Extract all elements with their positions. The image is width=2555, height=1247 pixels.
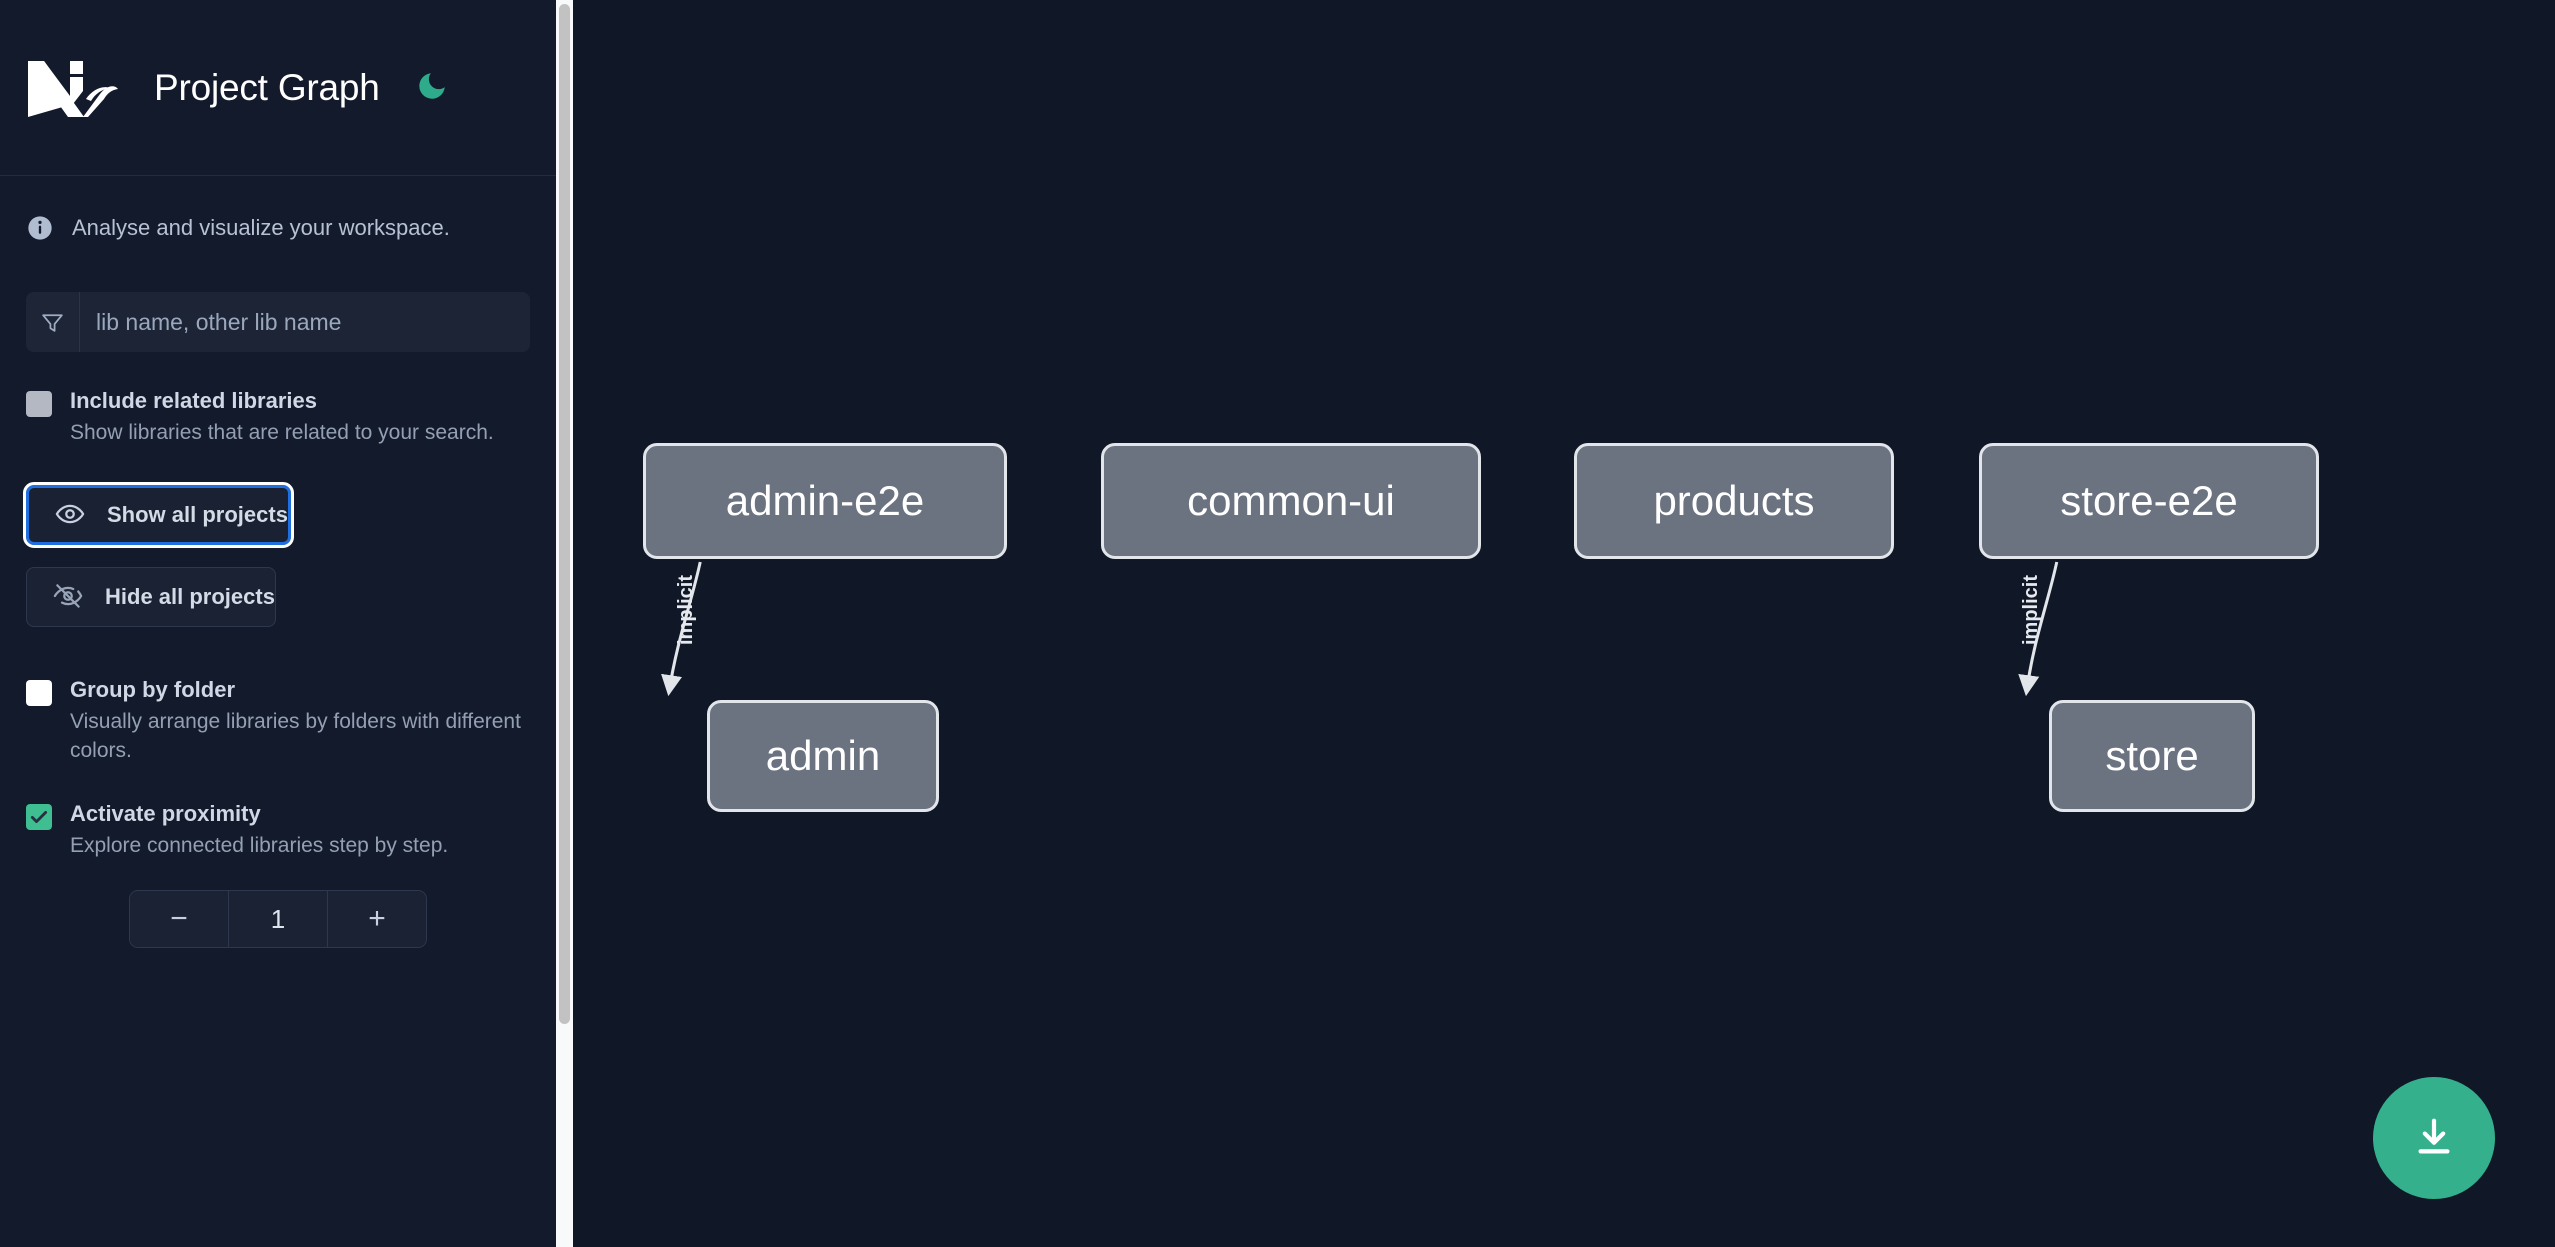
option-description: Visually arrange libraries by folders wi… (70, 710, 521, 762)
option-texts: Group by folder Visually arrange librari… (70, 675, 530, 765)
option-activate-proximity[interactable]: Activate proximity Explore connected lib… (0, 799, 556, 860)
show-all-projects-button[interactable]: Show all projects (23, 482, 294, 548)
edge-label-store-implicit: implicit (2020, 575, 2042, 646)
tagline-text: Analyse and visualize your workspace. (72, 215, 450, 240)
checkbox-activate-proximity[interactable] (26, 804, 52, 830)
graph-node-products[interactable]: products (1574, 443, 1894, 559)
theme-toggle-button[interactable] (410, 66, 454, 110)
hide-all-projects-label: Hide all projects (105, 584, 275, 609)
page-title: Project Graph (154, 66, 380, 108)
graph-node-store-e2e[interactable]: store-e2e (1979, 443, 2319, 559)
option-group-by-folder[interactable]: Group by folder Visually arrange librari… (0, 675, 556, 765)
option-include-related-libraries[interactable]: Include related libraries Show libraries… (0, 386, 556, 447)
graph-node-common-ui[interactable]: common-ui (1101, 443, 1481, 559)
decrement-button[interactable]: − (130, 891, 228, 947)
info-icon (26, 214, 54, 242)
proximity-value: 1 (228, 891, 328, 947)
graph-edges (661, 561, 2059, 697)
tagline-row: Analyse and visualize your workspace. (0, 176, 556, 242)
edge-label-admin-implicit: implicit (675, 575, 697, 646)
nx-logo-icon (26, 57, 118, 119)
sidebar-scrollbar[interactable] (556, 0, 573, 1247)
option-description: Show libraries that are related to your … (70, 421, 494, 444)
checkbox-group-by-folder[interactable] (26, 680, 52, 706)
moon-icon (415, 69, 449, 106)
checkbox-include-related-libraries[interactable] (26, 391, 52, 417)
sidebar: Project Graph Analyse and visualize your… (0, 0, 556, 1247)
graph-node-admin-e2e[interactable]: admin-e2e (643, 443, 1007, 559)
funnel-icon (26, 292, 80, 352)
hide-all-projects-button[interactable]: Hide all projects (26, 567, 276, 627)
sidebar-header: Project Graph (0, 0, 556, 176)
graph-node-store[interactable]: store (2049, 700, 2255, 812)
graph-node-admin[interactable]: admin (707, 700, 939, 812)
eye-off-icon (53, 581, 83, 614)
eye-icon (55, 499, 85, 532)
proximity-stepper: − 1 + (129, 890, 427, 948)
option-texts: Activate proximity Explore connected lib… (70, 799, 448, 860)
show-all-projects-label: Show all projects (107, 502, 288, 527)
search-input[interactable] (80, 292, 530, 352)
graph-canvas[interactable]: admin-e2e common-ui products store-e2e a… (556, 0, 2555, 1247)
download-icon (2411, 1114, 2457, 1163)
proximity-stepper-wrapper: − 1 + (0, 890, 556, 978)
filter-input-wrapper (26, 292, 530, 352)
option-label: Activate proximity (70, 801, 261, 826)
option-texts: Include related libraries Show libraries… (70, 386, 494, 447)
option-description: Explore connected libraries step by step… (70, 834, 449, 857)
download-image-button[interactable] (2373, 1077, 2495, 1199)
option-label: Include related libraries (70, 388, 317, 413)
sidebar-scrollbar-thumb[interactable] (559, 4, 570, 1024)
option-label: Group by folder (70, 677, 235, 702)
increment-button[interactable]: + (328, 891, 426, 947)
